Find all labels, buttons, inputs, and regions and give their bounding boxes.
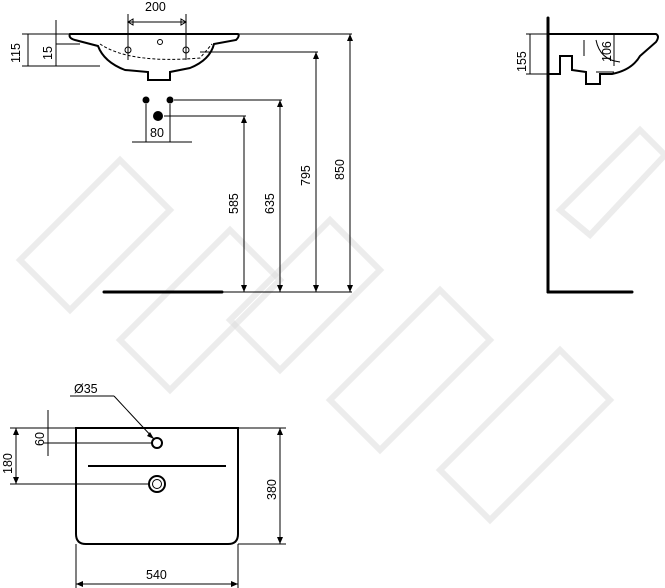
top-view: Ø35 60 180 380 540: [1, 382, 286, 588]
dim-rim-thickness: 15: [41, 46, 55, 60]
dim-basin-width: 540: [146, 568, 167, 582]
dim-pipe-spacing: 80: [150, 126, 164, 140]
dim-tap-hole-offset: 60: [33, 432, 47, 446]
dim-height-585: 585: [227, 193, 241, 214]
basin-front-profile: [68, 33, 240, 81]
basin-top-outline: [75, 427, 239, 545]
drain-inner: [152, 479, 162, 489]
basin-inner-line: [99, 43, 213, 60]
dim-tap-hole-diameter: Ø35: [74, 382, 98, 396]
dim-height-850: 850: [333, 159, 347, 180]
tap-hole: [151, 437, 163, 449]
pipe-right: [166, 96, 174, 104]
dim-depth-106: 106: [600, 41, 614, 62]
dim-height-635: 635: [263, 193, 277, 214]
pipe-left: [142, 96, 150, 104]
basin-side-profile: [548, 33, 659, 85]
drain-outer: [148, 475, 166, 493]
dim-overall-height: 115: [9, 43, 23, 63]
front-view: 200 115 15 80 585 635 795 850: [9, 0, 353, 294]
dim-tap-spacing: 200: [145, 0, 166, 14]
side-view: 155 106: [515, 16, 659, 294]
watermark: [15, 125, 665, 525]
dim-drain-offset: 180: [1, 453, 15, 474]
dim-height-795: 795: [299, 165, 313, 186]
dim-depth-155: 155: [515, 51, 529, 72]
waste-pipe: [153, 111, 163, 121]
dim-basin-depth: 380: [265, 479, 279, 500]
